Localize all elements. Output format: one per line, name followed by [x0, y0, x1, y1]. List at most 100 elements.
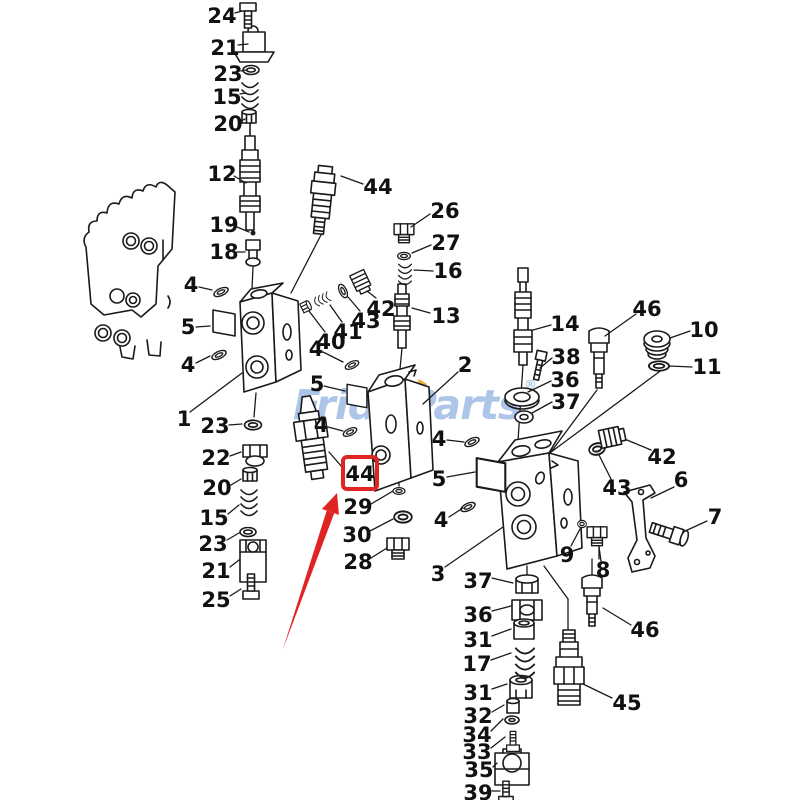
part-number-label: 4: [309, 337, 324, 361]
spool-12: [239, 123, 261, 231]
part-number-label: 9: [560, 543, 575, 567]
highlight-arrow-head: [321, 493, 339, 515]
cup-35: [494, 748, 530, 786]
connector-line: [550, 389, 598, 453]
connector-line: [543, 565, 569, 600]
bushing-22: [242, 444, 268, 467]
leader-line: [411, 307, 431, 314]
washer-34: [504, 715, 520, 725]
part-number-label: 46: [630, 618, 659, 642]
highlighted-part-number: 44: [345, 462, 374, 486]
leader-line: [531, 401, 553, 414]
leader-line: [682, 520, 708, 533]
leader-line: [491, 577, 514, 584]
part-number-label: 8: [596, 558, 611, 582]
o-ring-4: [211, 284, 231, 300]
part-number-label: 23: [213, 62, 242, 86]
part-number-label: 6: [674, 468, 689, 492]
spring-15: [240, 489, 258, 517]
part-number-label: 31: [463, 681, 492, 705]
leader-line: [195, 325, 211, 328]
part-number-label: 15: [199, 506, 228, 530]
o-ring-4: [343, 358, 361, 372]
leader-line: [189, 372, 243, 413]
body-21-upper: [233, 25, 275, 63]
leader-line: [366, 290, 377, 299]
connector-line: [538, 365, 668, 462]
part-number-label: 45: [612, 691, 641, 715]
leader-line: [239, 92, 247, 95]
part-number-label: 39: [463, 781, 492, 800]
manifold-assembly: [83, 181, 176, 360]
part-number-label: 20: [213, 112, 242, 136]
spring-17: [514, 647, 536, 679]
leader-line: [669, 330, 691, 339]
leader-line: [490, 652, 512, 661]
relief-valve-45: [553, 629, 585, 706]
bolt-24: [239, 2, 257, 29]
leader-line: [446, 439, 465, 443]
part-number-label: 40: [316, 330, 345, 354]
part-number-label: 29: [343, 495, 372, 519]
leader-line: [604, 313, 637, 337]
screw-38: [532, 349, 548, 382]
part-number-label: 4: [432, 427, 447, 451]
part-number-label: 33: [462, 740, 491, 764]
leader-line: [444, 526, 504, 568]
connector-line: [253, 392, 257, 418]
part-number-label: 5: [432, 467, 447, 491]
leader-line: [413, 269, 434, 272]
gasket-5: [346, 383, 368, 409]
part-number-label: 10: [689, 318, 718, 342]
leader-line: [226, 532, 240, 541]
part-number-label: 23: [198, 532, 227, 556]
part-number-label: 36: [463, 603, 492, 627]
leader-line: [195, 355, 211, 364]
part-number-label: 4: [184, 273, 199, 297]
leader-line: [228, 423, 243, 426]
body-21-lower: [239, 539, 267, 583]
highlight-leader-line: [328, 451, 343, 468]
part-number-label: 4: [181, 353, 196, 377]
part-number-label: 15: [212, 85, 241, 109]
spring-16: [397, 263, 413, 286]
part-number-label: 12: [207, 162, 236, 186]
part-number-label: 16: [433, 259, 462, 283]
leader-line: [598, 546, 602, 562]
part-number-label: 4: [314, 413, 329, 437]
part-number-label: 1: [177, 407, 192, 431]
line-art: [83, 25, 690, 786]
valve-46-lower: [581, 574, 603, 627]
o-ring-23: [243, 419, 263, 431]
part-number-label: 32: [463, 704, 492, 728]
bolt-7: [648, 521, 690, 547]
part-number-label: 19: [209, 213, 238, 237]
part-number-label: 42: [647, 445, 676, 469]
plate-36: [504, 387, 540, 410]
plug-28: [386, 537, 410, 560]
part-number-label: 37: [463, 569, 492, 593]
part-number-label: 42: [366, 297, 395, 321]
leader-line: [240, 69, 247, 72]
part-number-label: 26: [430, 199, 459, 223]
part-number-label: 37: [551, 390, 580, 414]
o-ring-4: [209, 347, 229, 363]
plug-42: [597, 424, 628, 450]
o-ring-4: [458, 499, 478, 515]
bushing-31-lower: [509, 674, 533, 699]
leader-line: [227, 504, 240, 515]
valve-body-3: [497, 430, 583, 570]
leader-line: [491, 683, 508, 690]
leader-line: [491, 704, 505, 713]
gasket-5: [475, 457, 507, 493]
plug-42: [349, 268, 374, 296]
part-number-label: 17: [462, 652, 491, 676]
plug-40: [299, 299, 314, 314]
gasket-5: [212, 309, 236, 337]
leader-line: [327, 426, 344, 432]
bolt-33: [505, 730, 521, 753]
leader-line: [229, 559, 240, 568]
leader-line: [370, 490, 394, 505]
